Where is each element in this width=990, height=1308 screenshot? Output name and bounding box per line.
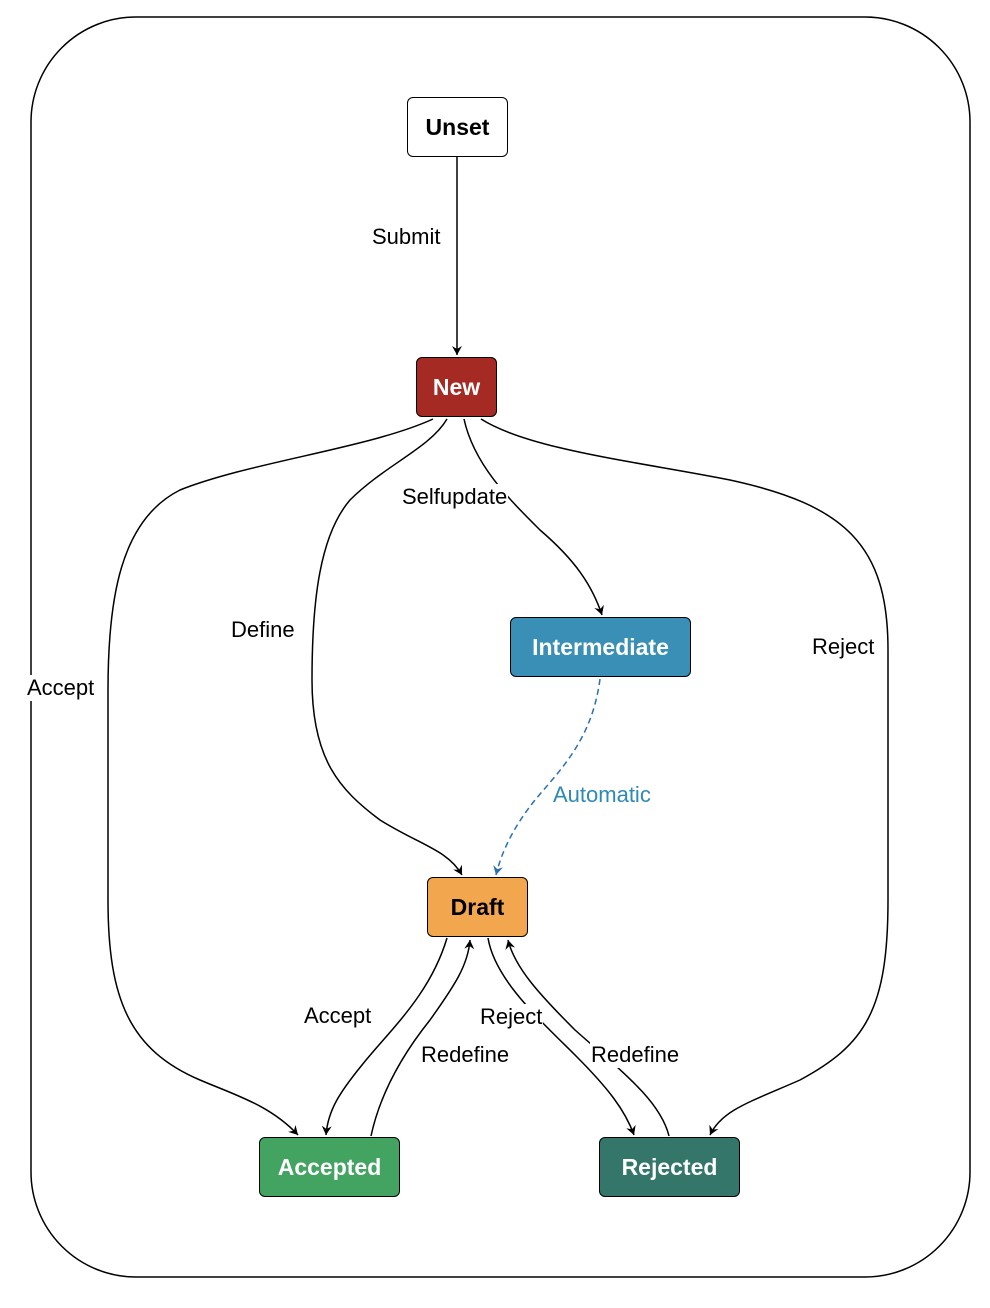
- container-frame: [30, 16, 971, 1278]
- state-rejected-label: Rejected: [621, 1153, 718, 1180]
- edge-label-accept-new: Accept: [26, 675, 96, 701]
- edge-label-redefine-rejected: Redefine: [590, 1042, 681, 1068]
- edge-new-accepted: [107, 418, 434, 1136]
- edge-accepted-draft: [370, 939, 475, 1137]
- state-new: New: [416, 357, 497, 417]
- state-intermediate-label: Intermediate: [532, 633, 669, 660]
- edge-rejected-draft: [505, 939, 670, 1137]
- edge-label-accept-draft: Accept: [303, 1003, 373, 1029]
- edge-new-draft: [311, 418, 463, 876]
- state-accepted-label: Accepted: [277, 1153, 382, 1180]
- edge-label-reject-new: Reject: [811, 634, 876, 660]
- state-intermediate: Intermediate: [510, 617, 691, 677]
- edge-new-intermediate: [463, 418, 604, 616]
- state-rejected: Rejected: [599, 1137, 740, 1197]
- edge-label-redefine-accepted: Redefine: [420, 1042, 511, 1068]
- state-unset-label: Unset: [425, 113, 490, 140]
- edge-label-automatic: Automatic: [552, 782, 652, 808]
- edge-label-define: Define: [230, 617, 296, 643]
- edge-draft-accepted: [321, 937, 448, 1136]
- edge-label-reject-draft: Reject: [479, 1004, 544, 1030]
- edge-label-selfupdate: Selfupdate: [401, 484, 509, 510]
- state-draft-label: Draft: [450, 893, 505, 920]
- edge-intermediate-draft: [493, 678, 601, 876]
- state-draft: Draft: [427, 877, 528, 937]
- state-unset: Unset: [407, 97, 508, 157]
- state-accepted: Accepted: [259, 1137, 400, 1197]
- edge-draft-rejected: [487, 937, 636, 1136]
- state-new-label: New: [432, 373, 481, 400]
- edge-label-submit: Submit: [371, 224, 442, 250]
- edge-new-rejected: [480, 418, 889, 1136]
